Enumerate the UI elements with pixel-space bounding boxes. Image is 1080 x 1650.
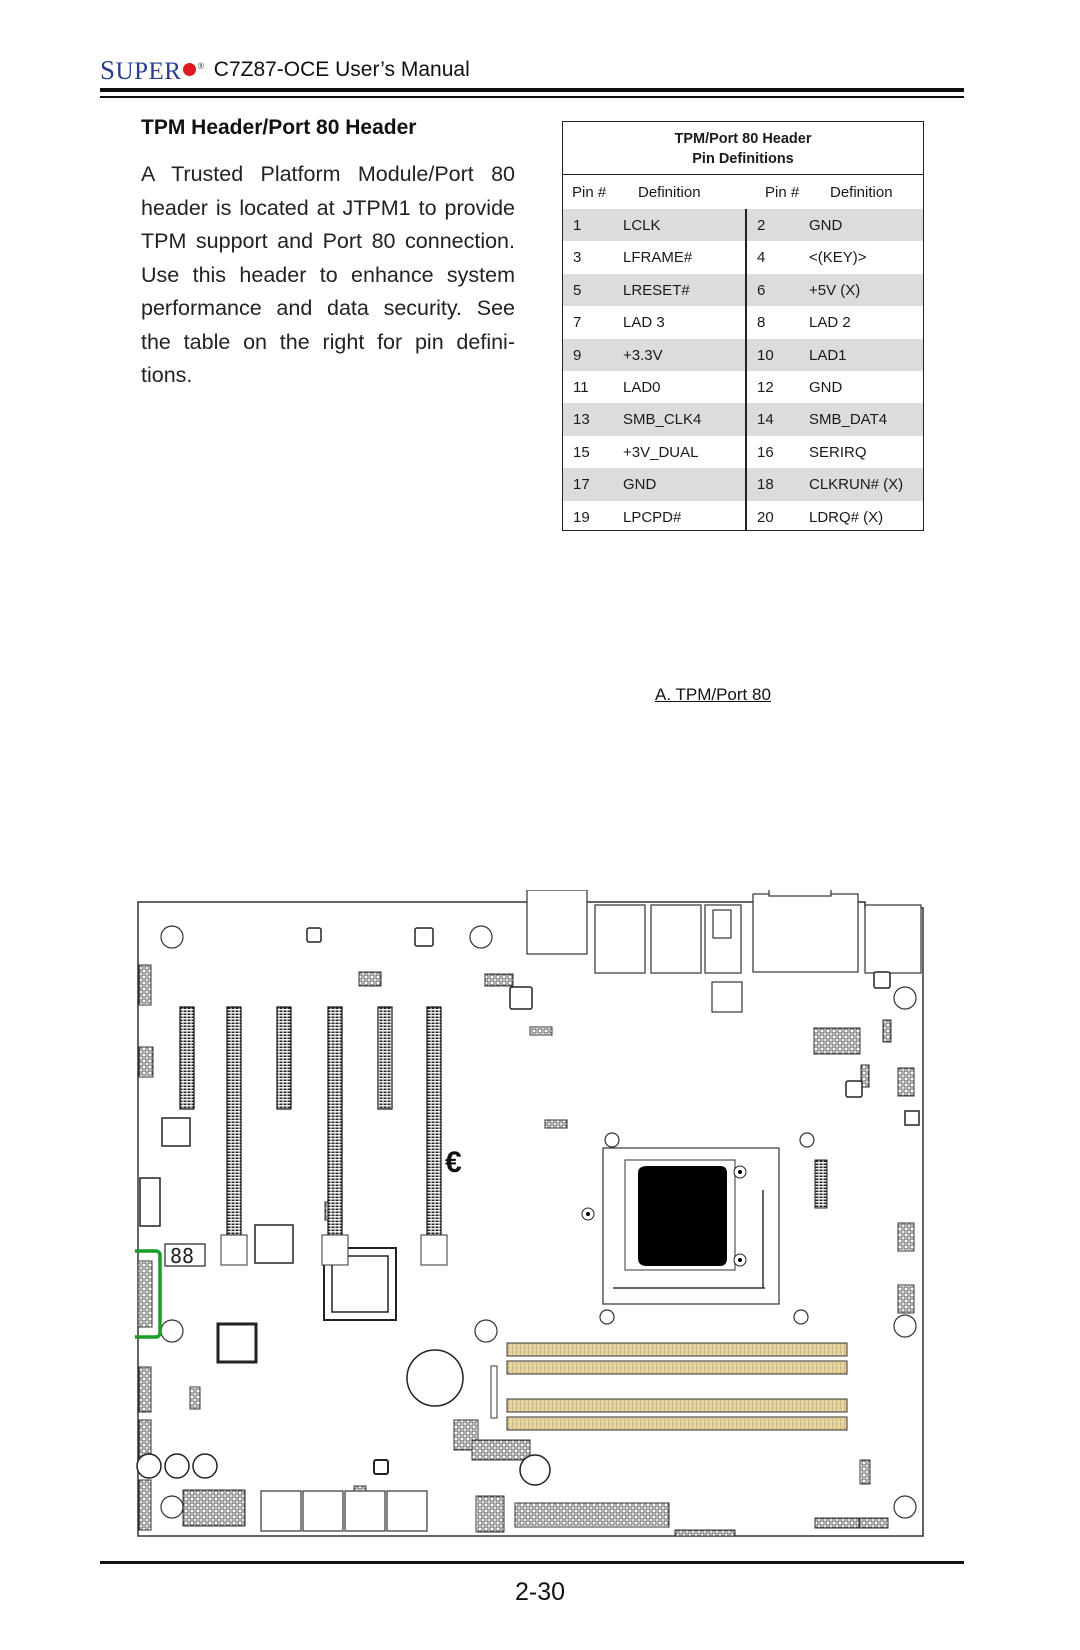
table-row: 7 LAD 3 8 LAD 2: [563, 306, 923, 338]
pin-number-cell: 11: [573, 378, 589, 396]
pin-number-cell: 7: [573, 314, 582, 332]
pin-number-cell: 10: [757, 346, 774, 364]
pin-number-cell: 8: [757, 314, 766, 332]
pin-number-cell: 9: [573, 346, 582, 364]
pin-definition-cell: LRESET#: [623, 281, 690, 299]
table-row: 15 +3V_DUAL 16 SERIRQ: [563, 436, 923, 468]
pin-definition-cell: LAD1: [809, 346, 847, 364]
pin-definition-cell: +3.3V: [623, 346, 663, 364]
pin-number-cell: 2: [757, 217, 766, 234]
footer-rule: [100, 1561, 964, 1564]
pin-definition-cell: +3V_DUAL: [623, 443, 699, 461]
table-row: 11 LAD0 12 GND: [563, 371, 923, 403]
column-header: Pin #: [572, 184, 607, 201]
pin-definition-cell: +5V (X): [809, 281, 861, 299]
pin-definition-cell: SMB_CLK4: [623, 411, 702, 429]
pin-number-cell: 19: [573, 508, 590, 526]
pin-number-cell: 12: [757, 378, 774, 396]
port80-led-display: 88: [164, 1243, 206, 1268]
pin-definition-cell: LAD0: [623, 378, 661, 396]
svg-text:88: 88: [170, 1244, 194, 1268]
pin-number-cell: 17: [573, 476, 590, 494]
pin-definition-cell: LCLK: [623, 217, 661, 234]
pin-definition-cell: LAD 3: [623, 314, 665, 332]
pin-definition-cell: LFRAME#: [623, 249, 693, 267]
pin-definition-cell: SERIRQ: [809, 443, 867, 461]
table-row: 5 LRESET# 6 +5V (X): [563, 273, 923, 307]
page-number: 2-30: [514, 1578, 566, 1606]
pin-number-cell: 16: [757, 443, 774, 461]
table-row: 17 GND 18 CLKRUN# (X): [563, 468, 923, 501]
table-row: 1 LCLK 2 GND: [563, 209, 923, 242]
motherboard-layout-diagram: € 88 A: [135, 890, 924, 1537]
manual-title: C7Z87-OCE User’s Manual: [213, 58, 470, 81]
pin-number-cell: 18: [757, 476, 774, 494]
manual-header: SUPER® C7Z87-OCE User’s Manual: [100, 52, 470, 88]
pin-definition-cell: GND: [809, 217, 843, 234]
pin-definition-cell: LDRQ# (X): [809, 508, 884, 526]
chips: [136, 927, 920, 1486]
pin-number-cell: 14: [757, 411, 774, 429]
column-header: Definition: [830, 184, 893, 201]
header-rule-thin: [100, 96, 964, 98]
pin-number-cell: 1: [573, 217, 582, 234]
column-divider: [745, 209, 747, 530]
table-row: 3 LFRAME# 4 <(KEY)>: [563, 241, 923, 273]
table-row: 19 LPCPD# 20 LDRQ# (X): [563, 501, 923, 533]
pin-number-cell: 20: [757, 508, 774, 526]
table-title: TPM/Port 80 Header Pin Definitions: [563, 122, 923, 175]
table-row: 13 SMB_CLK4 14 SMB_DAT4: [563, 403, 923, 436]
pin-definition-cell: LPCPD#: [623, 508, 682, 526]
column-header: Pin #: [765, 184, 800, 201]
svg-text:€: €: [445, 1146, 462, 1179]
power-connectors: [514, 1027, 861, 1528]
pin-number-cell: 5: [573, 281, 582, 299]
pin-definitions-table: TPM/Port 80 Header Pin Definitions Pin #…: [562, 121, 924, 531]
table-header-row: Pin # Definition Pin # Definition: [563, 175, 923, 209]
header-rule: [100, 88, 964, 92]
pin-definition-cell: GND: [623, 476, 657, 494]
pin-definition-cell: LAD 2: [809, 314, 851, 332]
pin-number-cell: 13: [573, 411, 590, 429]
rear-io-panel: [526, 890, 922, 1013]
pin-definition-cell: GND: [809, 378, 843, 396]
pin-definition-cell: CLKRUN# (X): [809, 476, 904, 494]
jtpm1-header: [135, 1249, 162, 1339]
figure-caption: A. TPM/Port 80: [655, 685, 771, 704]
supermicro-logo: SUPER®: [100, 54, 205, 85]
pin-definition-cell: SMB_DAT4: [809, 411, 888, 429]
column-header: Definition: [638, 184, 701, 201]
sata-ports: [260, 1490, 428, 1532]
dimm-slots: [506, 1342, 848, 1431]
pin-number-cell: 15: [573, 443, 590, 461]
section-title: TPM Header/Port 80 Header: [141, 116, 417, 139]
table-row: 9 +3.3V 10 LAD1: [563, 338, 923, 371]
pin-number-cell: 3: [573, 249, 582, 267]
section-body: A Trusted Platform Module/Port 80 header…: [141, 162, 515, 387]
pin-definition-cell: <(KEY)>: [809, 249, 867, 267]
cpu-socket: [581, 1147, 780, 1305]
pin-number-cell: 6: [757, 281, 766, 299]
pin-number-cell: 4: [757, 249, 766, 267]
